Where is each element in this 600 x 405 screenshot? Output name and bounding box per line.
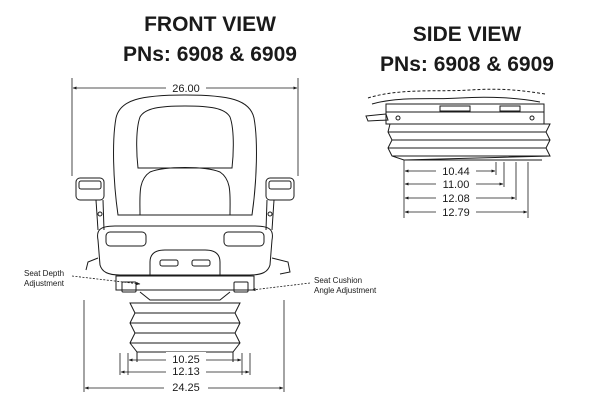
dim-front-suspension-inner: 10.25 xyxy=(172,354,200,366)
callout-seat-depth-line2: Adjustment xyxy=(24,279,65,288)
backrest-lower-panel xyxy=(139,167,231,216)
dim-front-suspension-middle: 12.13 xyxy=(172,366,200,378)
dim-side-4: 12.79 xyxy=(442,207,470,219)
side-suspension-bellows xyxy=(387,123,551,161)
dim-front-overall-width: 26.00 xyxy=(172,83,200,95)
dim-side-3: 12.08 xyxy=(442,193,470,205)
seat-cushion xyxy=(97,225,273,276)
dim-side-1: 10.44 xyxy=(442,166,470,178)
left-armrest xyxy=(75,177,105,231)
left-bolster xyxy=(105,231,147,247)
side-view-dimension-labels: 10.44 11.00 12.08 12.79 xyxy=(436,164,476,219)
front-view-seat xyxy=(75,94,295,362)
seat-center-panel xyxy=(149,249,221,276)
side-view-subtitle: PNs: 6908 & 6909 xyxy=(380,53,554,76)
side-view-seat xyxy=(365,88,551,161)
callout-cushion-angle-line2: Angle Adjustment xyxy=(314,286,377,295)
front-view-dimension-labels: 26.00 10.25 12.13 24.25 Seat Depth Adjus… xyxy=(24,80,377,394)
front-view-subtitle: PNs: 6908 & 6909 xyxy=(123,43,297,66)
callout-seat-depth-line1: Seat Depth xyxy=(24,269,64,278)
backrest-outline xyxy=(113,94,257,216)
seat-frame xyxy=(115,275,255,291)
side-view-title: SIDE VIEW xyxy=(412,23,522,46)
front-view-dimensions xyxy=(71,78,311,392)
dim-side-2: 11.00 xyxy=(443,179,470,191)
right-armrest xyxy=(265,177,295,231)
right-bolster xyxy=(223,231,265,247)
callout-cushion-angle-line1: Seat Cushion xyxy=(314,276,362,285)
side-adjust-handle xyxy=(365,113,389,122)
side-cushion-outline xyxy=(367,88,546,99)
front-view-title: FRONT VIEW xyxy=(144,13,276,36)
backrest-top-panel xyxy=(136,105,234,169)
dim-front-base-width: 24.25 xyxy=(172,382,200,394)
